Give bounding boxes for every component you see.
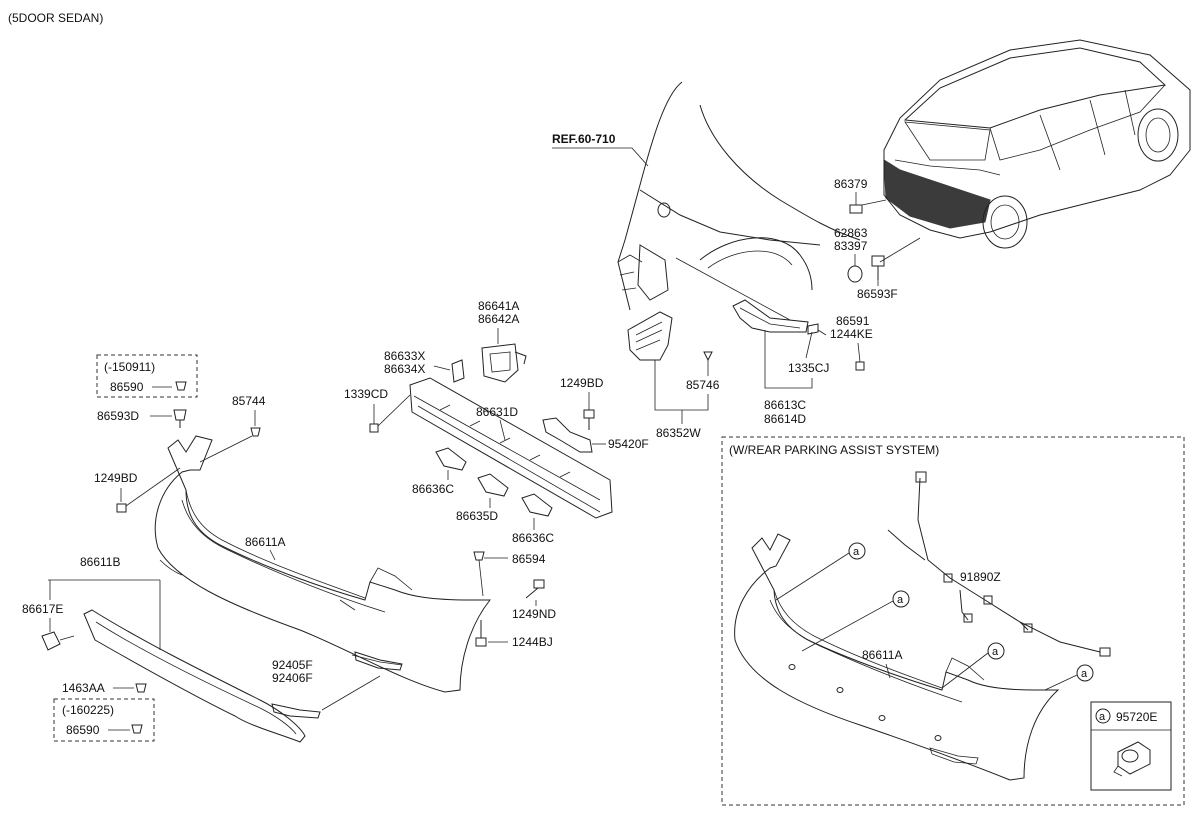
label-86636C-left: 86636C (412, 482, 454, 496)
dashed-box-160225 (53, 698, 155, 742)
label-92406F: 92406F (272, 671, 313, 685)
callout-a-1 (848, 542, 866, 560)
reference-label: REF.60-710 (552, 132, 616, 146)
bolt-1249BD-left (116, 503, 127, 513)
label-86611B: 86611B (80, 555, 120, 569)
label-1335CJ: 1335CJ (788, 361, 829, 375)
dashed-box-150911 (96, 354, 198, 398)
label-86635D: 86635D (456, 509, 498, 523)
bracket-86636C-right (521, 493, 553, 517)
callout-a-4-letter: a (1081, 668, 1088, 680)
bolt-86593F (871, 255, 885, 280)
reflector-92405F (354, 651, 403, 671)
label-1249ND: 1249ND (512, 607, 556, 621)
clip-85744 (250, 427, 261, 437)
parking-label-86611A: 86611A (862, 648, 902, 662)
clip-1463AA (135, 683, 147, 693)
label-86633X: 86633X (384, 349, 425, 363)
bolt-1249ND (525, 579, 545, 599)
bracket-86635D (477, 473, 509, 497)
plug-62863 (847, 265, 863, 283)
vehicle-overview-illustration (861, 39, 1191, 263)
label-86631D: 86631D (476, 405, 518, 419)
clip-86590-top (175, 381, 187, 391)
legend-box-95720E (1090, 701, 1172, 791)
label-86611A: 86611A (245, 535, 285, 549)
label-86642A: 86642A (478, 312, 519, 326)
label-1339CD: 1339CD (344, 387, 388, 401)
label-86590-top: 86590 (110, 380, 144, 394)
bracket-86633X (451, 359, 465, 383)
label-1463AA: 1463AA (62, 681, 105, 695)
bracket-86613C (732, 299, 819, 335)
rear-quarter-panel-reference (617, 81, 861, 311)
label-86591: 86591 (836, 314, 870, 328)
sensor-bracket-95420F (542, 417, 593, 453)
label-86593D: 86593D (97, 409, 139, 423)
label-91890Z: 91890Z (960, 570, 1001, 584)
rear-bumper-cover-86611A (154, 435, 492, 693)
label-1249BD-left: 1249BD (94, 471, 138, 485)
variant-title: (5DOOR SEDAN) (8, 11, 103, 25)
label-95420F: 95420F (608, 437, 649, 451)
label-85744: 85744 (232, 394, 266, 408)
label-86352W: 86352W (656, 426, 701, 440)
callout-a-2-letter: a (897, 594, 904, 606)
label-86590-bottom: 86590 (66, 723, 100, 737)
parking-assist-section: (W/REAR PARKING ASSIST SYSTEM) 86611A (721, 436, 1185, 806)
callout-a-2 (892, 590, 910, 608)
label-160225: (-160225) (62, 703, 114, 717)
label-86636C-right: 86636C (512, 531, 554, 545)
bolt-1249BD-top (583, 409, 595, 430)
label-1249BD-top: 1249BD (560, 376, 604, 390)
callout-a-3 (987, 642, 1005, 660)
label-86641A: 86641A (478, 299, 519, 313)
impact-beam-86631D (409, 377, 613, 519)
parking-sensor-95720E (1113, 741, 1151, 777)
label-86379: 86379 (834, 177, 868, 191)
lower-bumper-skirt-86611B (83, 609, 306, 743)
label-86593F: 86593F (857, 287, 898, 301)
label-92405F: 92405F (272, 658, 313, 672)
bracket-86636C-left (435, 447, 467, 471)
clip-86594 (473, 551, 485, 561)
rear-bumper-cover-with-sensors (734, 533, 1060, 781)
label-95720E: 95720E (1116, 710, 1157, 724)
bolt-86593D (173, 409, 187, 428)
label-86634X: 86634X (384, 362, 425, 376)
nut-1339CD (369, 423, 379, 433)
callout-a-1-letter: a (853, 546, 860, 558)
callout-a-4 (1076, 664, 1094, 682)
parking-assist-title: (W/REAR PARKING ASSIST SYSTEM) (729, 443, 939, 457)
label-86613C: 86613C (764, 398, 806, 412)
legend-callout-a (1095, 708, 1111, 724)
label-62863: 62863 (834, 226, 868, 240)
bolt-1244BJ (475, 620, 487, 647)
label-150911: (-150911) (104, 360, 155, 374)
clip-85746 (703, 351, 713, 362)
clip-86590-bottom (131, 724, 143, 734)
bracket-86352W (627, 311, 673, 361)
cap-86379 (849, 204, 863, 214)
label-1244BJ: 1244BJ (512, 635, 553, 649)
label-86614D: 86614D (764, 412, 806, 426)
dashed-box-parking-assist (721, 436, 1185, 806)
reflector-92406F (271, 703, 321, 719)
label-83397: 83397 (834, 239, 868, 253)
label-85746: 85746 (686, 378, 720, 392)
bolt-1244KE (855, 361, 865, 371)
label-86617E: 86617E (22, 602, 63, 616)
label-86594: 86594 (512, 552, 546, 566)
label-1244KE: 1244KE (830, 327, 873, 341)
bracket-86641A (481, 343, 527, 383)
legend-callout-letter: a (1099, 711, 1106, 723)
callout-a-3-letter: a (992, 646, 999, 658)
wiring-harness-91890Z (887, 471, 1111, 657)
reflector-86617E (41, 631, 61, 651)
